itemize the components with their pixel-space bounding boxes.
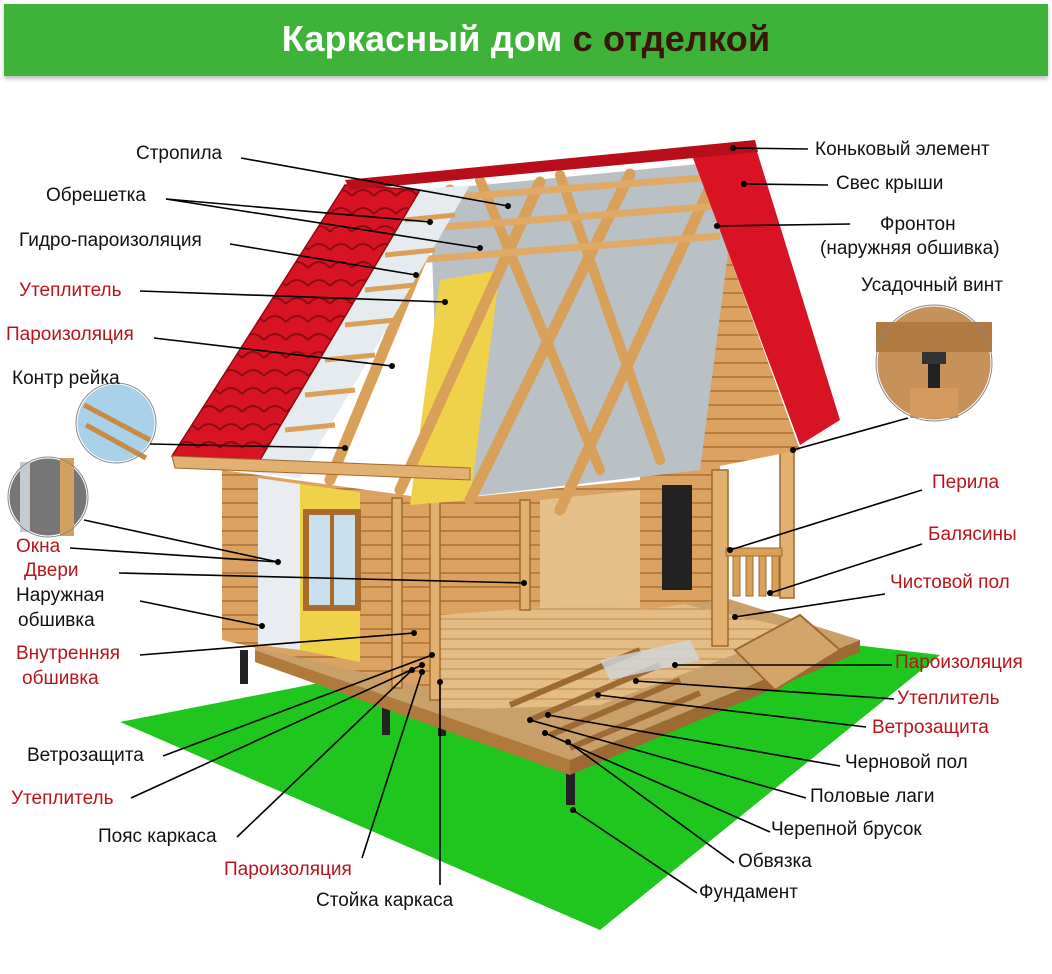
label-floor-vapor-barrier: Пароизоляция <box>895 652 1023 673</box>
label-sill-beam: Обвязка <box>738 851 812 872</box>
label-ridge-element: Коньковый элемент <box>815 139 990 160</box>
label-interior-cladding-line2: обшивка <box>22 668 99 689</box>
label-shrinkage-screw: Усадочный винт <box>861 275 1003 296</box>
rafters-right <box>475 170 665 475</box>
counter-battens <box>284 212 456 433</box>
title-accent-text: с отделкой <box>572 18 771 59</box>
title-banner: Каркасный дом с отделкой <box>4 4 1048 76</box>
label-exterior-cladding-line1: Наружная <box>16 585 105 606</box>
label-railing: Перила <box>932 472 1000 493</box>
porch-columns <box>711 447 795 647</box>
label-exterior-cladding-line2: обшивка <box>18 610 95 631</box>
label-gable-line2: (наружняя обшивка) <box>820 238 1000 259</box>
label-counter-batten: Контр рейка <box>12 368 120 389</box>
label-windows: Окна <box>16 536 61 557</box>
ridge <box>345 140 758 190</box>
label-wall-vapor-barrier: Пароизоляция <box>224 859 352 880</box>
label-roof-insulation: Утеплитель <box>19 280 122 301</box>
label-doors: Двери <box>24 560 79 581</box>
label-rafters: Стропила <box>136 143 223 164</box>
label-floor-insulation: Утеплитель <box>897 688 1000 709</box>
leader-dots <box>259 145 796 813</box>
label-foundation: Фундамент <box>699 882 798 903</box>
door <box>662 485 692 590</box>
balusters <box>725 547 783 597</box>
window-frame <box>303 509 361 611</box>
label-finish-floor: Чистовой пол <box>890 572 1010 593</box>
roof-right-slope <box>690 145 840 445</box>
roof-battens <box>389 171 741 266</box>
eave-board <box>171 455 471 481</box>
label-hydro-vapor-barrier: Гидро-пароизоляция <box>19 230 202 251</box>
leader-lines <box>69 147 923 894</box>
label-wall-insulation: Утеплитель <box>11 788 114 809</box>
label-interior-cladding-line1: Внутренняя <box>16 643 121 664</box>
label-wall-wind-barrier: Ветрозащита <box>27 745 144 766</box>
label-balusters: Балясины <box>928 524 1017 545</box>
inset-counter-batten <box>74 381 158 465</box>
porch-stairs <box>733 613 842 692</box>
label-gable-line1: Фронтон <box>880 214 956 235</box>
inset-screw <box>874 303 994 423</box>
label-battens: Обрешетка <box>46 185 146 206</box>
floor-rim <box>255 650 570 775</box>
floor-insulation-strip <box>600 640 700 680</box>
partition-wall <box>540 490 640 608</box>
inset-wall-section <box>6 455 90 539</box>
label-ledger-board: Черепной брусок <box>771 819 922 840</box>
roof-membrane <box>250 185 470 478</box>
label-frame-belt: Пояс каркаса <box>98 826 217 847</box>
label-roof-overhang: Свес крыши <box>836 173 944 194</box>
page-title: Каркасный дом с отделкой <box>4 18 1048 60</box>
label-floor-joists: Половые лаги <box>810 786 935 807</box>
title-text: Каркасный дом <box>281 18 573 59</box>
label-subfloor: Черновой пол <box>845 752 968 773</box>
label-roof-vapor-barrier: Пароизоляция <box>6 324 134 345</box>
floor-finish <box>440 590 800 710</box>
label-floor-wind-barrier: Ветрозащита <box>872 717 989 738</box>
label-frame-post: Стойка каркаса <box>316 890 454 911</box>
